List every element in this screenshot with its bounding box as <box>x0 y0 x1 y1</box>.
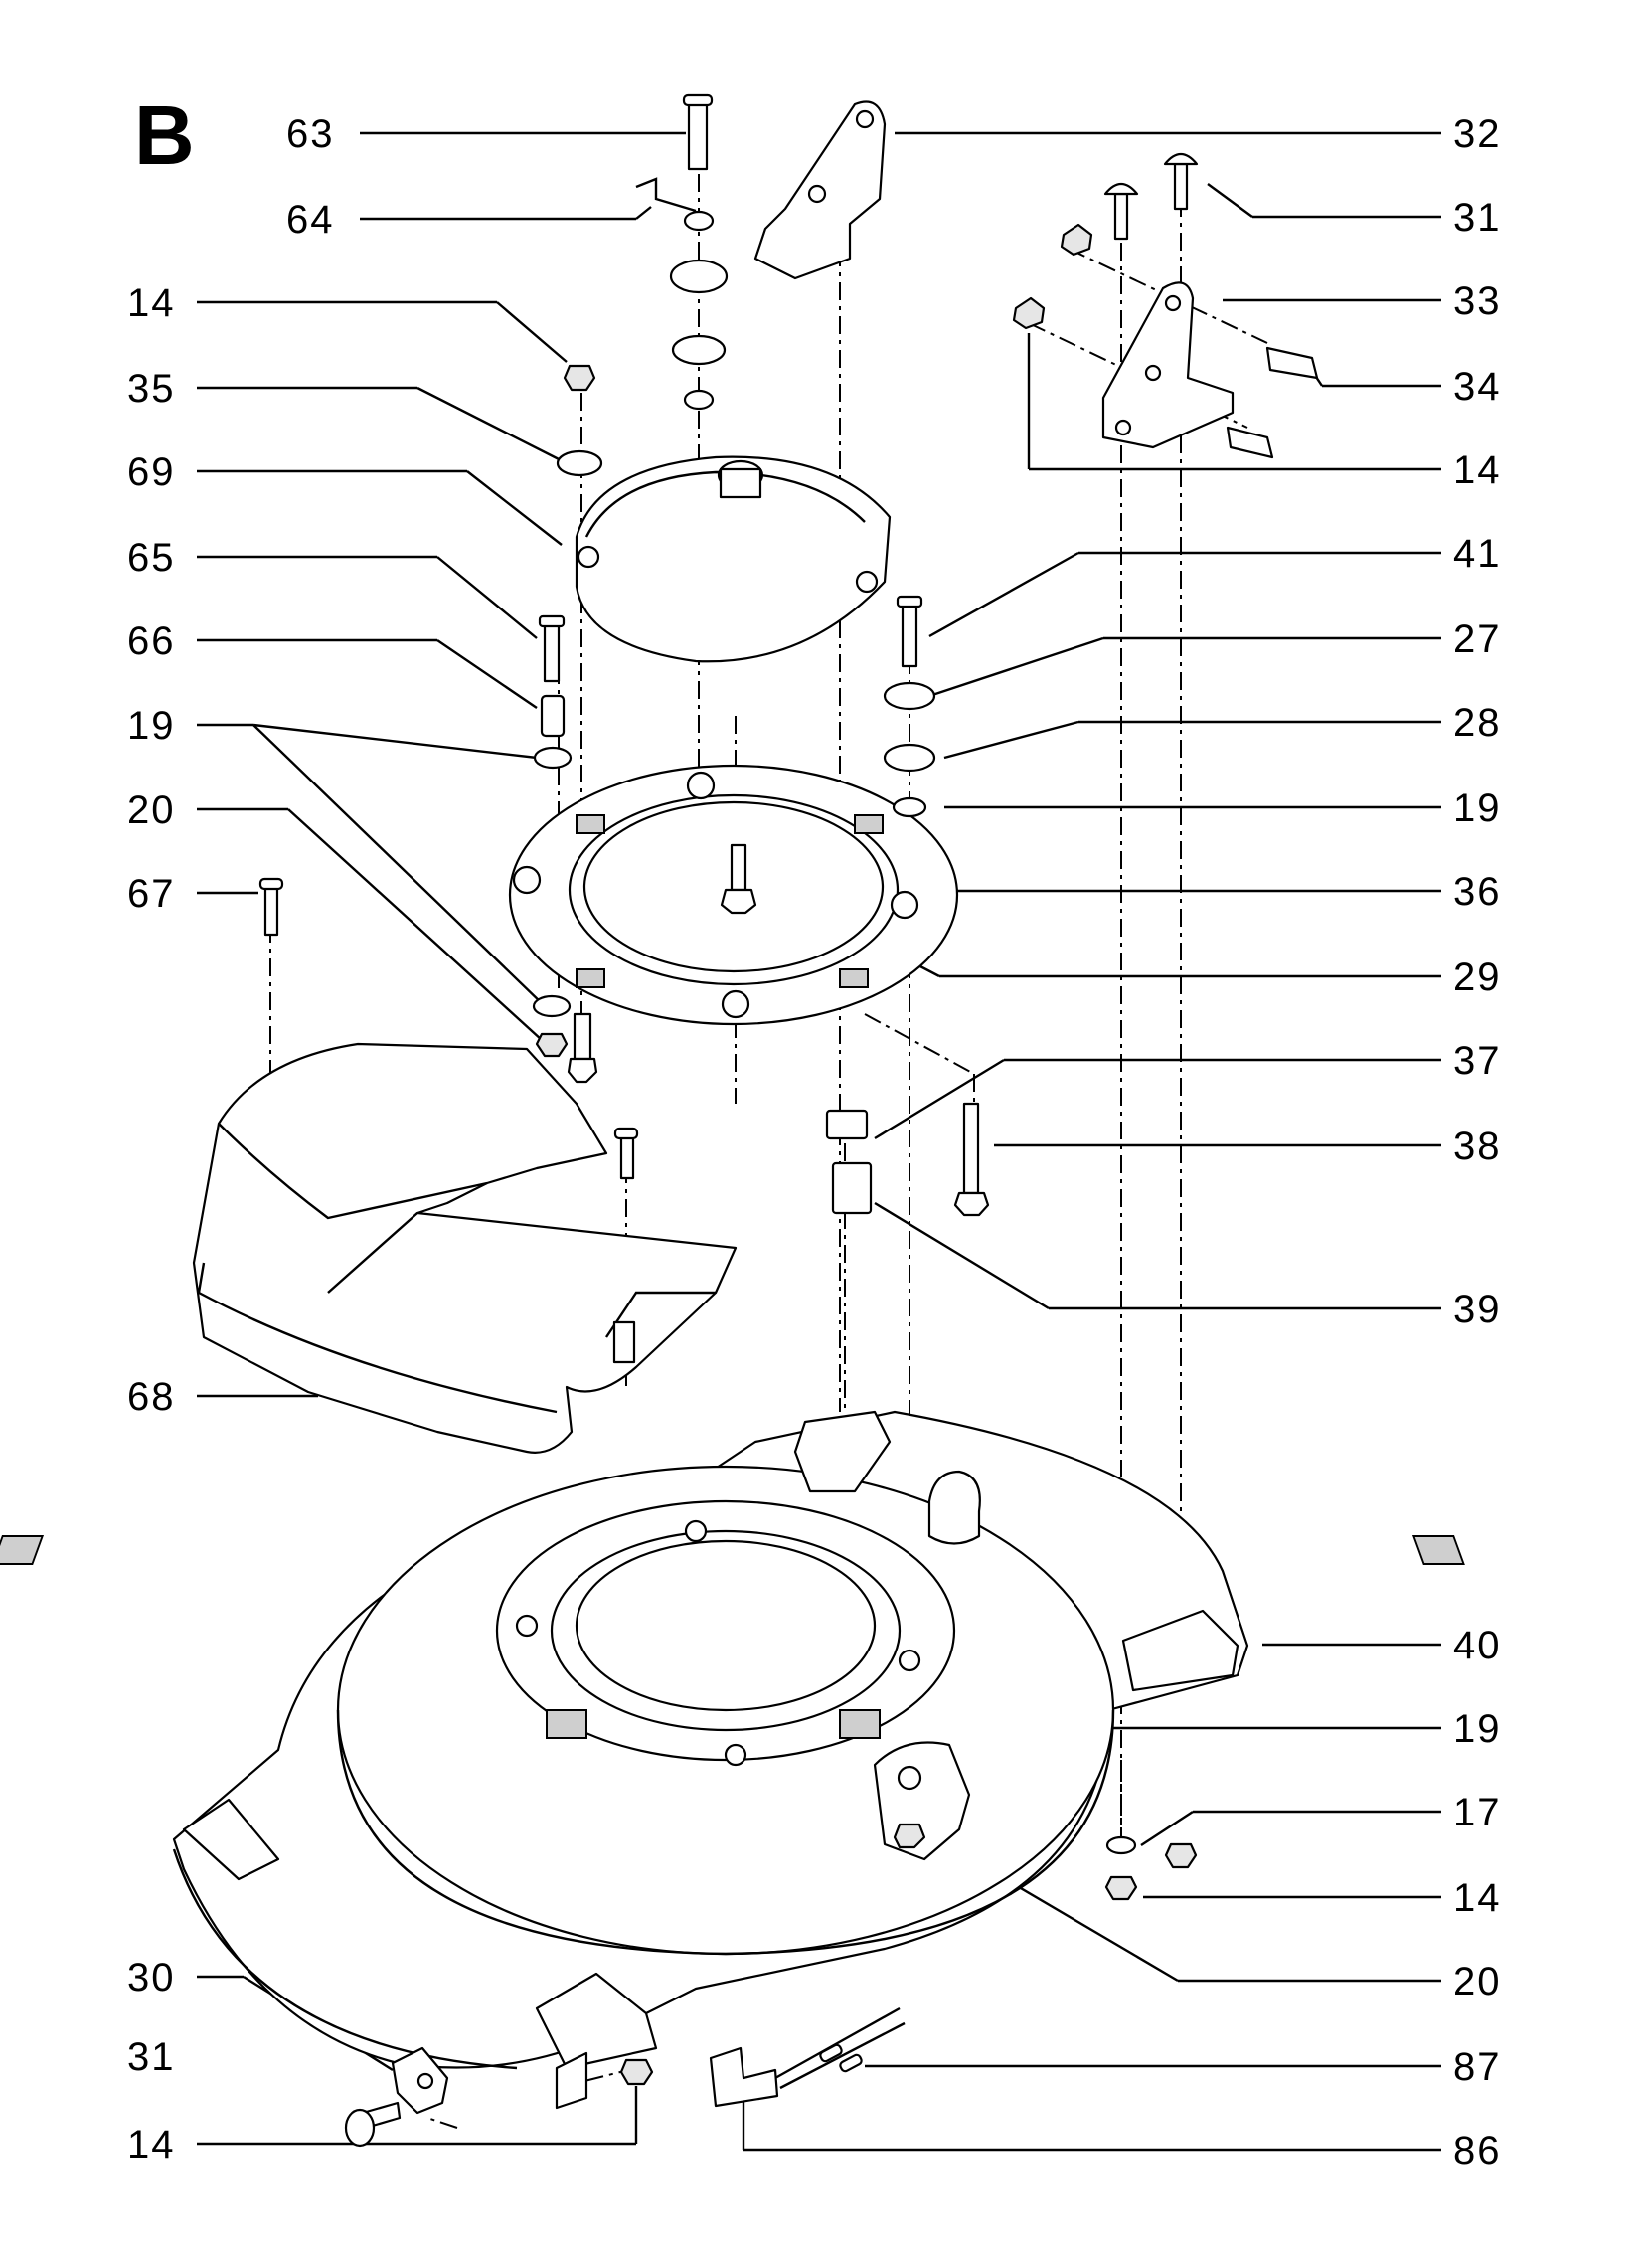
nuts-17-14 <box>1104 1835 1198 1901</box>
ring-69 <box>575 455 892 663</box>
callout-14-right-bottom: 14 <box>1453 1876 1502 1920</box>
callout-86: 86 <box>1453 2129 1502 2172</box>
left-callouts: 63 64 14 35 69 65 66 19 20 67 68 30 31 1… <box>127 112 686 2167</box>
callout-14-left-bottom: 14 <box>127 2123 176 2167</box>
callout-66: 66 <box>127 619 176 663</box>
parts-86-87 <box>709 2006 906 2108</box>
callout-32: 32 <box>1453 112 1502 156</box>
callout-14-left-top: 14 <box>127 281 176 325</box>
callout-19-left: 19 <box>127 704 176 748</box>
parts-37-38-39 <box>825 1102 990 1217</box>
callout-63: 63 <box>286 112 335 156</box>
section-letter: B <box>134 88 195 182</box>
callout-19-right-bottom: 19 <box>1453 1707 1502 1751</box>
callout-69: 69 <box>127 450 176 494</box>
callout-29: 29 <box>1453 956 1502 999</box>
top-stack-63-64 <box>635 93 729 411</box>
callout-68: 68 <box>127 1375 176 1419</box>
callout-87: 87 <box>1453 2045 1502 2089</box>
callout-40: 40 <box>1453 1624 1502 1667</box>
bracket-33 <box>1012 152 1319 459</box>
callout-31-left: 31 <box>127 2035 176 2079</box>
callout-19-right-top: 19 <box>1453 786 1502 830</box>
screw-67 <box>258 877 284 937</box>
deck-mount-blocks <box>0 1535 1465 1739</box>
mower-deck <box>0 1410 1465 2070</box>
hinge-30-31 <box>344 2046 654 2148</box>
callout-33: 33 <box>1453 279 1502 323</box>
bolt-65-spacer-66 <box>533 614 573 770</box>
callout-67: 67 <box>127 872 176 916</box>
bolt-29 <box>720 843 757 915</box>
callout-38: 38 <box>1453 1125 1502 1168</box>
callout-31-right: 31 <box>1453 196 1502 240</box>
callout-37: 37 <box>1453 1039 1502 1083</box>
bracket-19-20-on-deck <box>873 1741 971 1861</box>
callout-36: 36 <box>1453 870 1502 914</box>
callout-27: 27 <box>1453 617 1502 661</box>
callout-35: 35 <box>127 367 176 411</box>
callout-20-left: 20 <box>127 788 176 832</box>
bracket-32 <box>753 100 887 280</box>
bolt-41-washers <box>883 595 936 818</box>
callout-14-right-top: 14 <box>1453 448 1502 492</box>
callout-64: 64 <box>286 198 335 242</box>
callout-65: 65 <box>127 536 176 580</box>
nut-20-washer-19-left <box>532 994 598 1084</box>
callout-39: 39 <box>1453 1288 1502 1331</box>
screw-67-second <box>613 1127 639 1180</box>
right-callouts: 32 31 33 34 14 41 27 28 19 36 29 37 38 3… <box>742 112 1502 2172</box>
callout-28: 28 <box>1453 701 1502 745</box>
callout-30: 30 <box>127 1956 176 1999</box>
deck-cover-68 <box>192 1042 738 1454</box>
callout-20-right: 20 <box>1453 1960 1502 2003</box>
callout-34: 34 <box>1453 365 1502 409</box>
callout-17: 17 <box>1453 1791 1502 1834</box>
nut-14-washer-35 <box>556 364 603 477</box>
callout-41: 41 <box>1453 532 1502 576</box>
